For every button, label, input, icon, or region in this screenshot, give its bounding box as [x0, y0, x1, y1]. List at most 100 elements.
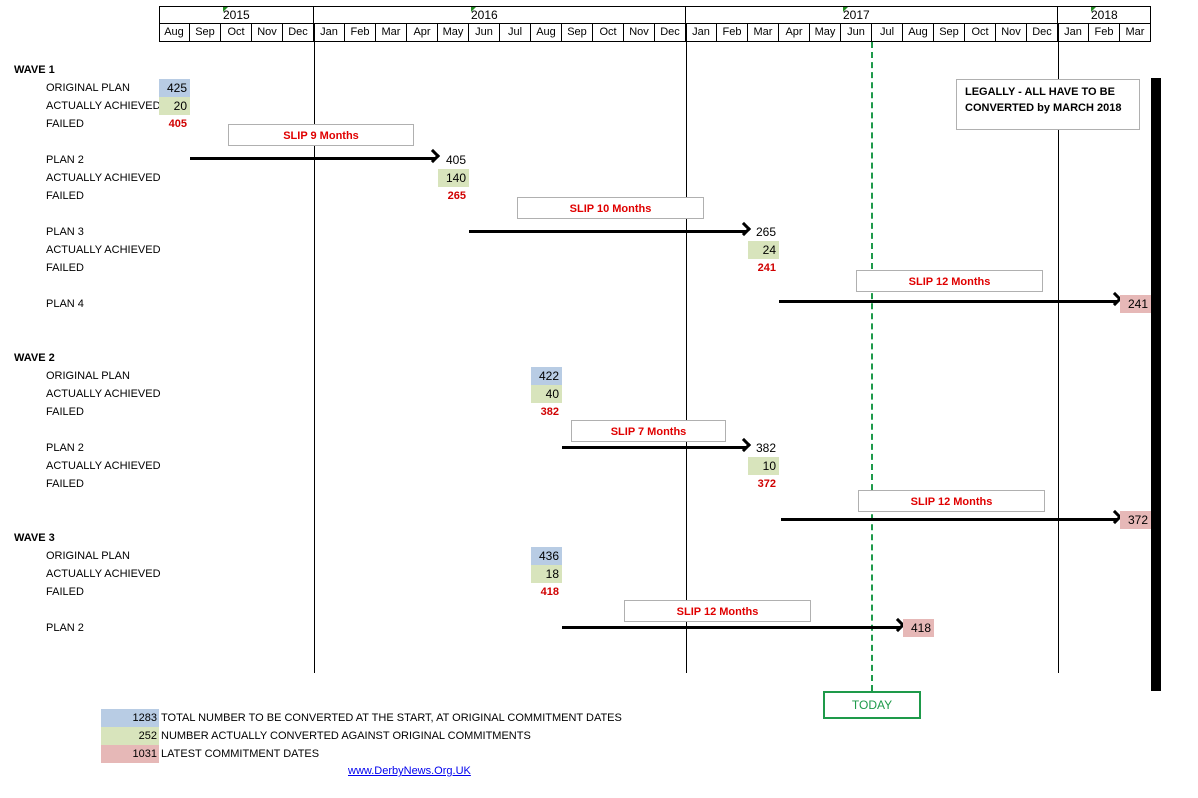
- wave1-plan4-target: 241: [1120, 295, 1151, 313]
- wave3-slip-1: SLIP 12 Months: [624, 600, 811, 622]
- month-label: Feb: [1089, 24, 1120, 41]
- month-label: May: [810, 24, 841, 41]
- wave1-failed-label: FAILED: [46, 118, 84, 130]
- wave1-achieved-label: ACTUALLY ACHIEVED: [46, 100, 161, 112]
- month-label: Sep: [562, 24, 593, 41]
- month-label: Nov: [252, 24, 283, 41]
- legal-note: LEGALLY - ALL HAVE TO BE CONVERTED by MA…: [956, 79, 1140, 130]
- month-label: Nov: [624, 24, 655, 41]
- month-label: Jun: [841, 24, 872, 41]
- wave2-plan2-label: PLAN 2: [46, 442, 84, 454]
- wave1-original-label: ORIGINAL PLAN: [46, 82, 130, 94]
- year-label: 2017: [843, 8, 870, 22]
- footer-link[interactable]: www.DerbyNews.Org.UK: [348, 765, 471, 777]
- wave2-achieved-label: ACTUALLY ACHIEVED: [46, 388, 161, 400]
- legend-total-value: 1283: [101, 709, 159, 727]
- year-separator: [1057, 6, 1058, 24]
- legal-note-line1: LEGALLY - ALL HAVE TO BE: [965, 86, 1115, 98]
- month-label: Mar: [376, 24, 407, 41]
- wave1-achieved-value: 20: [159, 97, 190, 115]
- wave1-plan3-target: 265: [755, 225, 776, 239]
- wave1-slip-1: SLIP 9 Months: [228, 124, 414, 146]
- month-label: May: [438, 24, 469, 41]
- wave1-slip-3: SLIP 12 Months: [856, 270, 1043, 292]
- year-label: 2016: [471, 8, 498, 22]
- wave1-plan2-failed-label: FAILED: [46, 190, 84, 202]
- month-label: Dec: [655, 24, 686, 41]
- wave3-achieved-label: ACTUALLY ACHIEVED: [46, 568, 161, 580]
- wave3-plan2-arrow: [562, 626, 900, 629]
- year-separator: [313, 6, 314, 24]
- wave2-plan2-failed: 372: [757, 478, 776, 490]
- today-label: TODAY: [823, 691, 921, 719]
- month-label: Mar: [748, 24, 779, 41]
- legend-achieved-value: 252: [101, 727, 159, 745]
- wave2-original-label: ORIGINAL PLAN: [46, 370, 130, 382]
- wave2-failed-label: FAILED: [46, 406, 84, 418]
- wave2-plan2-achieved-label: ACTUALLY ACHIEVED: [46, 460, 161, 472]
- year-separator: [685, 6, 686, 24]
- wave1-plan4-label: PLAN 4: [46, 298, 84, 310]
- wave1-plan3-arrow: [469, 230, 746, 233]
- month-label: Feb: [717, 24, 748, 41]
- month-label: Mar: [1120, 24, 1151, 41]
- month-label: Jul: [500, 24, 531, 41]
- wave2-slip-1: SLIP 7 Months: [571, 420, 726, 442]
- year-label: 2015: [223, 8, 250, 22]
- wave1-plan2-achieved-label: ACTUALLY ACHIEVED: [46, 172, 161, 184]
- year-marker-icon: [471, 7, 476, 12]
- wave3-failed-label: FAILED: [46, 586, 84, 598]
- legend-total-text: TOTAL NUMBER TO BE CONVERTED AT THE STAR…: [161, 712, 622, 724]
- year-marker-icon: [223, 7, 228, 12]
- month-label: Oct: [221, 24, 252, 41]
- month-label: Jun: [469, 24, 500, 41]
- wave1-plan2-arrow: [190, 157, 435, 160]
- wave2-label: WAVE 2: [14, 352, 55, 364]
- month-label: Aug: [531, 24, 562, 41]
- month-label: Oct: [593, 24, 624, 41]
- wave1-plan3-achieved-label: ACTUALLY ACHIEVED: [46, 244, 161, 256]
- wave2-plan3-arrow: [781, 518, 1117, 521]
- wave2-plan2-achieved: 10: [748, 457, 779, 475]
- wave2-plan2-failed-label: FAILED: [46, 478, 84, 490]
- header-divider: [159, 23, 1151, 24]
- legend-latest-text: LATEST COMMITMENT DATES: [161, 748, 320, 760]
- today-line: [871, 42, 873, 691]
- wave1-plan2-achieved: 140: [438, 169, 469, 187]
- year-label: 2018: [1091, 8, 1118, 22]
- wave1-slip-2: SLIP 10 Months: [517, 197, 704, 219]
- year-line-2016: [314, 24, 315, 673]
- wave2-plan3-target: 372: [1120, 511, 1151, 529]
- legal-note-line2: CONVERTED by MARCH 2018: [965, 102, 1122, 114]
- year-marker-icon: [1091, 7, 1096, 12]
- month-label: Jul: [872, 24, 903, 41]
- month-label: Aug: [903, 24, 934, 41]
- month-label: Dec: [1027, 24, 1058, 41]
- month-label: Sep: [934, 24, 965, 41]
- wave3-label: WAVE 3: [14, 532, 55, 544]
- wave1-plan3-achieved: 24: [748, 241, 779, 259]
- wave1-plan3-label: PLAN 3: [46, 226, 84, 238]
- wave1-plan2-failed: 265: [447, 190, 466, 202]
- month-label: Dec: [283, 24, 314, 41]
- wave1-plan2-target: 405: [445, 153, 466, 167]
- month-label: Apr: [779, 24, 810, 41]
- wave3-achieved-value: 18: [531, 565, 562, 583]
- month-label: Sep: [190, 24, 221, 41]
- month-label: Aug: [159, 24, 190, 41]
- wave1-plan2-label: PLAN 2: [46, 154, 84, 166]
- month-label: Oct: [965, 24, 996, 41]
- wave2-achieved-value: 40: [531, 385, 562, 403]
- wave1-plan4-arrow: [779, 300, 1117, 303]
- wave2-plan2-target: 382: [755, 441, 776, 455]
- year-line-2018: [1058, 24, 1059, 673]
- wave1-plan3-failed-label: FAILED: [46, 262, 84, 274]
- wave1-original-value: 425: [159, 79, 190, 97]
- wave3-original-value: 436: [531, 547, 562, 565]
- wave1-plan3-failed: 241: [757, 262, 776, 274]
- wave3-original-label: ORIGINAL PLAN: [46, 550, 130, 562]
- wave2-plan2-arrow: [562, 446, 746, 449]
- month-label: Nov: [996, 24, 1027, 41]
- month-label: Feb: [345, 24, 376, 41]
